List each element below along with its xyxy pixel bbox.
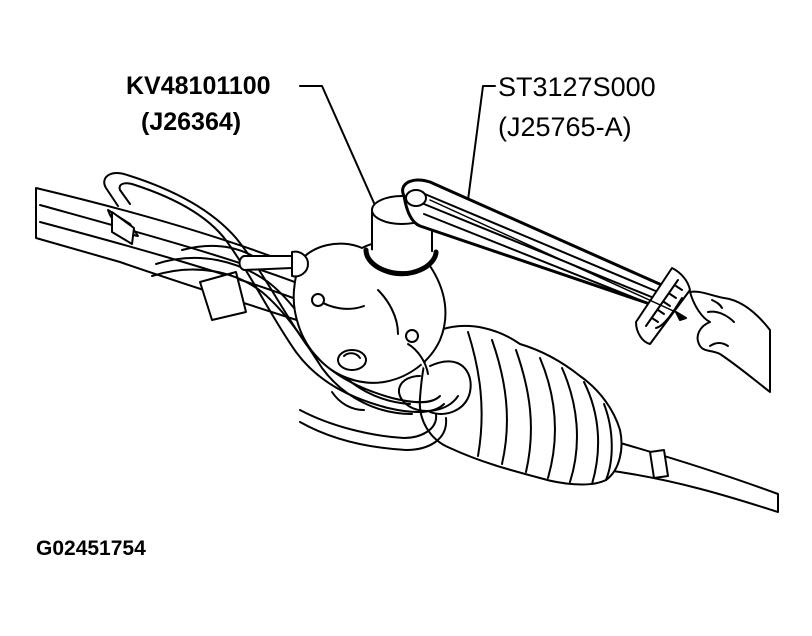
tool-a-part-number: KV48101100 [126, 72, 271, 100]
technician-hand [690, 292, 770, 392]
tool-b-alt-number: (J25765-A) [498, 112, 632, 142]
leader-line-tool-b [468, 86, 495, 200]
pinion-valve-housing [294, 242, 446, 410]
torque-wrench [403, 180, 690, 344]
figure-id: G02451754 [36, 537, 146, 560]
tool-b-part-number: ST3127S000 [498, 72, 656, 102]
leader-line-tool-a [300, 86, 378, 212]
rack-boot [420, 326, 622, 485]
hydraulic-lines [104, 173, 470, 450]
tie-rod [606, 440, 778, 512]
housing-bolt [240, 252, 309, 277]
tool-a-alt-number: (J26364) [141, 108, 242, 136]
